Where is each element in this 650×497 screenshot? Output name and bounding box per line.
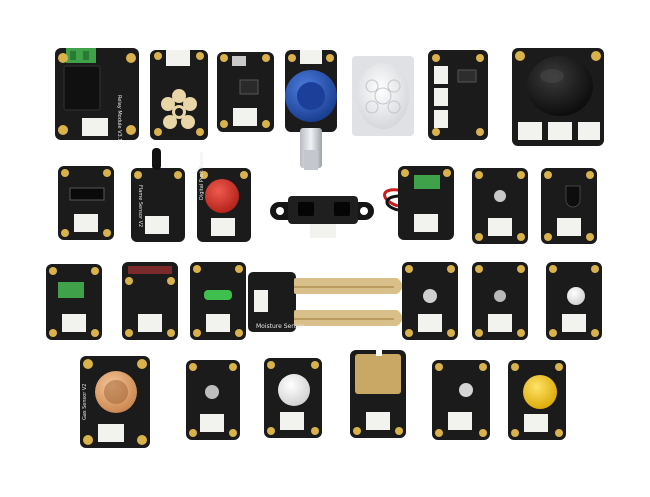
red-push-button-module: Digital Push Button — [197, 152, 251, 242]
flame-sensor: Flame Sensor V2 — [131, 148, 185, 242]
temperature-wire-module — [383, 166, 454, 240]
moisture-label: Moisture Sensor — [256, 323, 305, 330]
digital-led-module — [472, 262, 528, 340]
rotary-potentiometer — [285, 50, 337, 170]
lm35-temperature-module — [541, 168, 597, 244]
white-led-module-2 — [186, 360, 240, 440]
relay-label: Relay Module V3.1 — [116, 95, 122, 141]
gas-sensor: Gas Sensor V2 — [80, 356, 150, 448]
yellow-push-button-module — [508, 360, 566, 440]
voltage-divider-module — [46, 264, 102, 340]
ambient-sensor-module — [472, 168, 528, 244]
piezo-module — [150, 50, 208, 140]
white-led-module — [546, 262, 602, 340]
flame-label: Flame Sensor V2 — [137, 185, 143, 227]
green-led-module — [190, 262, 246, 340]
joystick-module — [512, 48, 604, 146]
gas-label: Gas Sensor V2 — [82, 384, 88, 420]
magnetic-sensor-module — [122, 262, 178, 340]
relay-module: Relay Module V3.1 — [55, 48, 139, 141]
triple-connector-module — [428, 50, 488, 140]
digital-ir-module — [58, 166, 114, 240]
ambient-light-module-2 — [402, 262, 458, 340]
touch-sensor — [350, 350, 406, 438]
ir-distance-sensor — [270, 196, 374, 238]
white-push-button-module — [264, 358, 322, 438]
button-red-label: Digital Push Button — [199, 152, 205, 200]
pir-motion-sensor — [352, 56, 414, 136]
grayscale-sensor — [432, 360, 490, 440]
ambient-light-module — [217, 52, 274, 132]
moisture-sensor: Moisture Sensor — [248, 272, 404, 332]
